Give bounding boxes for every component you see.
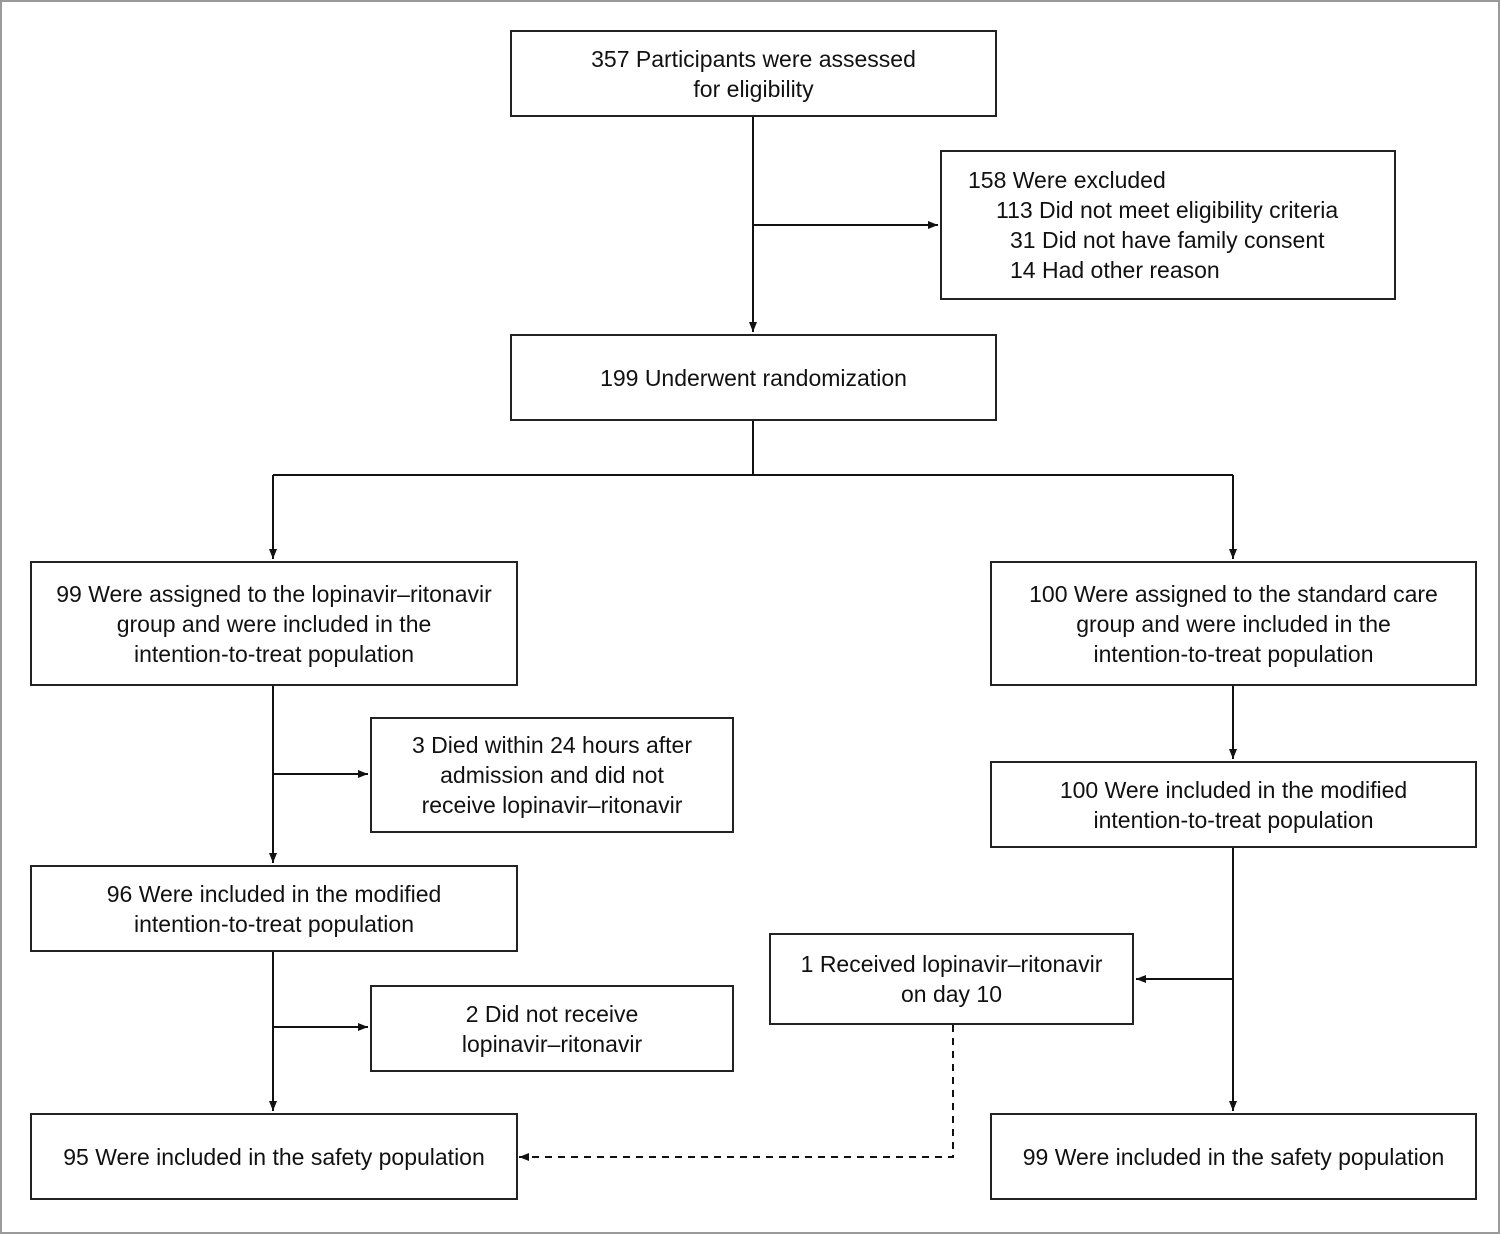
- lr-died-line: 3 Died within 24 hours after: [412, 732, 692, 758]
- lr-not-received-line: lopinavir–ritonavir: [461, 1030, 643, 1057]
- sc-mitt-box: 100 Were included in the modified intent…: [990, 761, 1477, 848]
- assessed-line: for eligibility: [693, 75, 814, 102]
- sc-safety-box: 99 Were included in the safety populatio…: [990, 1113, 1477, 1200]
- lr-safety-box: 95 Were included in the safety populatio…: [30, 1113, 518, 1200]
- sc-itt-box: 100 Were assigned to the standard care g…: [990, 561, 1477, 686]
- lr-itt-line: 99 Were assigned to the lopinavir–ritona…: [56, 580, 492, 607]
- lr-mitt-line: 96 Were included in the modified: [106, 880, 442, 907]
- lr-died-box: 3 Died within 24 hours after admission a…: [370, 717, 734, 833]
- sc-itt-line: intention-to-treat population: [1093, 640, 1374, 667]
- sc-itt-line: group and were included in the: [1076, 610, 1391, 637]
- excluded-box: 158 Were excluded 113 Did not meet eligi…: [940, 150, 1396, 300]
- lr-mitt-line: intention-to-treat population: [133, 910, 415, 937]
- sc-crossover-box: 1 Received lopinavir–ritonavir on day 10: [769, 933, 1134, 1025]
- assessed-box: 357 Participants were assessed for eligi…: [510, 30, 997, 117]
- sc-mitt-line: intention-to-treat population: [1093, 806, 1374, 833]
- lr-itt-line: group and were included in the: [116, 610, 432, 637]
- sc-mitt-line: 100 Were included in the modified: [1059, 776, 1408, 803]
- lr-died-line: receive lopinavir–ritonavir: [421, 792, 683, 818]
- excluded-reason: 14 Had other reason: [1010, 257, 1220, 283]
- randomized-box: 199 Underwent randomization: [510, 334, 997, 421]
- dashed-arrow-crossover-to-lr-safety: [519, 1025, 954, 1161]
- excluded-reason: 31 Did not have family consent: [1010, 227, 1325, 253]
- lr-not-received-box: 2 Did not receive lopinavir–ritonavir: [370, 985, 734, 1072]
- lr-itt-box: 99 Were assigned to the lopinavir–ritona…: [30, 561, 518, 686]
- sc-safety-line: 99 Were included in the safety populatio…: [1022, 1143, 1445, 1170]
- excluded-title: 158 Were excluded: [968, 167, 1166, 193]
- sc-crossover-line: on day 10: [900, 981, 1003, 1007]
- sc-itt-line: 100 Were assigned to the standard care: [1029, 580, 1438, 607]
- lr-mitt-box: 96 Were included in the modified intenti…: [30, 865, 518, 952]
- lr-safety-line: 95 Were included in the safety populatio…: [63, 1143, 485, 1170]
- assessed-line: 357 Participants were assessed: [591, 45, 916, 72]
- lr-died-line: admission and did not: [440, 762, 664, 788]
- sc-crossover-line: 1 Received lopinavir–ritonavir: [800, 951, 1103, 977]
- lr-not-received-line: 2 Did not receive: [465, 1000, 639, 1027]
- lr-itt-line: intention-to-treat population: [133, 640, 415, 667]
- excluded-reason: 113 Did not meet eligibility criteria: [996, 197, 1339, 223]
- randomized-line: 199 Underwent randomization: [600, 364, 907, 391]
